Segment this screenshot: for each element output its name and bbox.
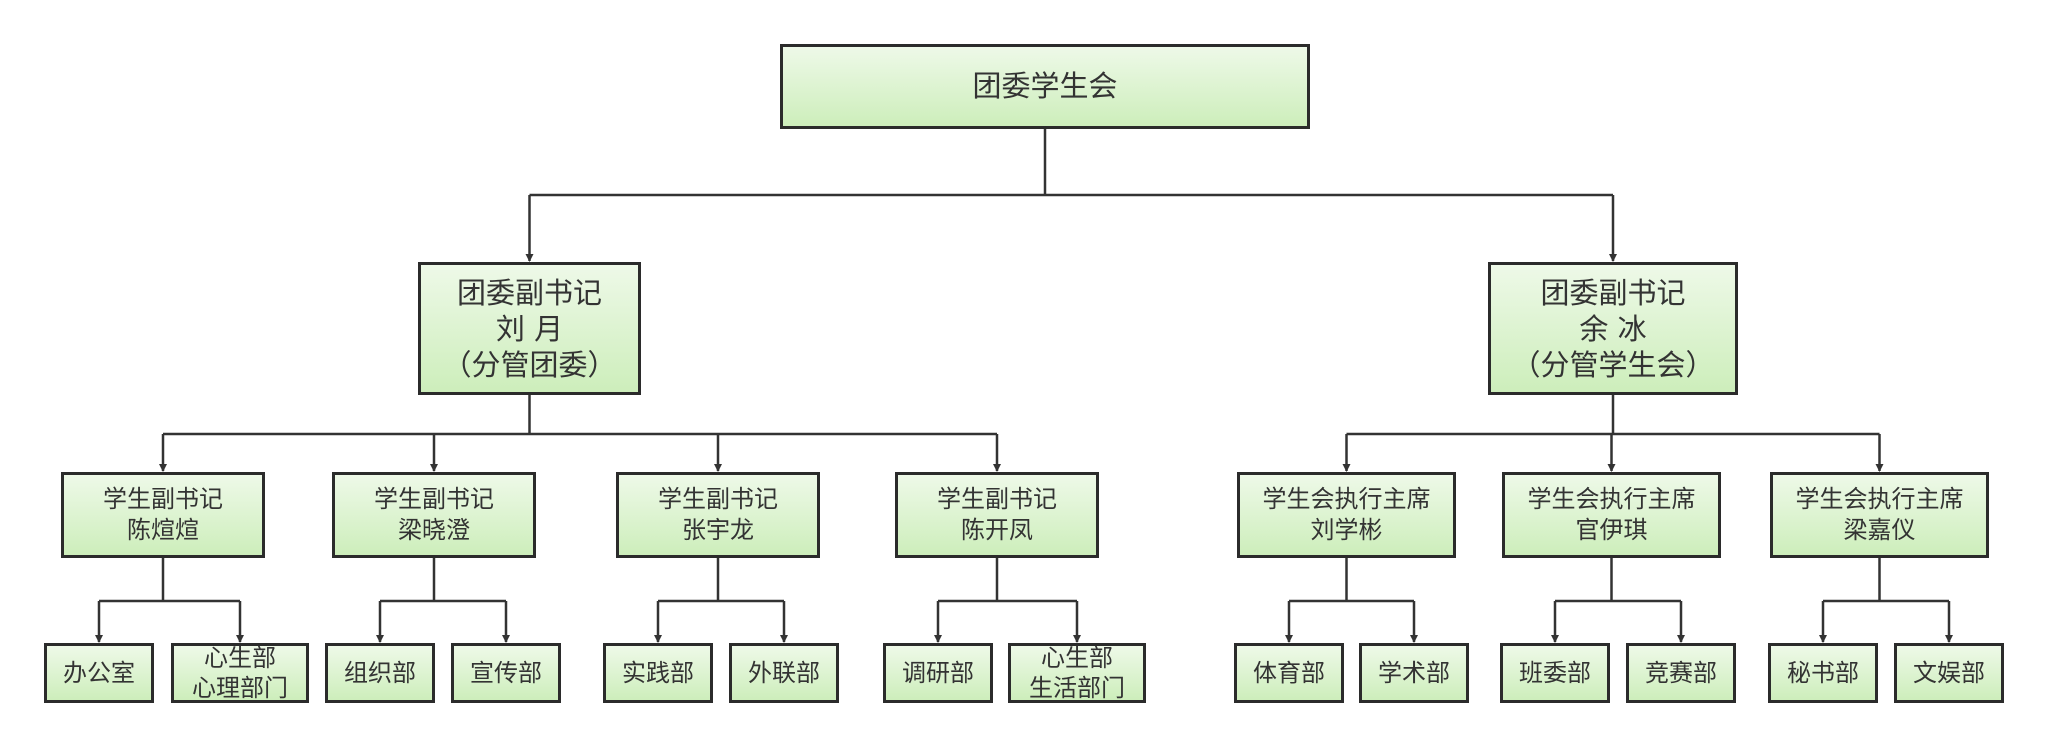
- node-l3-5: 实践部: [603, 643, 713, 703]
- node-l3-8: 心生部生活部门: [1008, 643, 1146, 703]
- node-label-line: 张宇龙: [682, 516, 754, 544]
- node-label-line: 心理部门: [192, 674, 288, 702]
- node-label-line: 学生副书记: [937, 485, 1057, 513]
- node-label-line: 梁晓澄: [398, 516, 470, 544]
- node-l2-6: 学生会执行主席官伊琪: [1502, 472, 1721, 558]
- node-label-line: 班委部: [1519, 659, 1591, 687]
- node-label-line: 刘学彬: [1310, 516, 1383, 544]
- node-label-line: 团委学生会: [972, 69, 1118, 103]
- node-label-line: 学生副书记: [374, 485, 494, 513]
- node-label-line: 学生副书记: [658, 485, 778, 513]
- node-label-line: 梁嘉仪: [1843, 516, 1916, 544]
- node-label-line: 实践部: [622, 659, 694, 687]
- node-l3-2: 心生部心理部门: [171, 643, 309, 703]
- node-l2-7: 学生会执行主席梁嘉仪: [1770, 472, 1989, 558]
- node-l3-12: 竞赛部: [1626, 643, 1736, 703]
- node-label-line: （分管学生会）: [1511, 347, 1715, 382]
- node-l3-13: 秘书部: [1768, 643, 1878, 703]
- node-l2-1: 学生副书记陈煊煊: [61, 472, 265, 558]
- node-label-line: 调研部: [902, 659, 974, 687]
- node-label-line: （分管团委）: [442, 347, 617, 382]
- node-label-line: 办公室: [63, 659, 135, 687]
- node-label-line: 陈煊煊: [127, 516, 199, 544]
- node-label-line: 心生部: [1041, 644, 1113, 672]
- node-label-line: 竞赛部: [1645, 659, 1717, 687]
- node-label-line: 文娱部: [1913, 659, 1985, 687]
- node-l3-9: 体育部: [1234, 643, 1344, 703]
- node-l2-2: 学生副书记梁晓澄: [332, 472, 536, 558]
- node-dep-liu: 团委副书记刘 月（分管团委）: [418, 262, 641, 395]
- node-label-line: 官伊琪: [1575, 516, 1648, 544]
- node-label-line: 学生副书记: [103, 485, 223, 513]
- node-label-line: 刘 月: [495, 311, 564, 346]
- node-label-line: 陈开凤: [961, 516, 1033, 544]
- node-l2-5: 学生会执行主席刘学彬: [1237, 472, 1456, 558]
- node-root: 团委学生会: [780, 44, 1310, 129]
- node-l3-14: 文娱部: [1894, 643, 2004, 703]
- node-l3-6: 外联部: [729, 643, 839, 703]
- node-label-line: 外联部: [748, 659, 820, 687]
- node-label-line: 学术部: [1378, 659, 1450, 687]
- node-l3-7: 调研部: [883, 643, 993, 703]
- node-l3-4: 宣传部: [451, 643, 561, 703]
- node-label-line: 团委副书记: [456, 275, 602, 310]
- node-label-line: 心生部: [204, 644, 276, 672]
- node-l2-4: 学生副书记陈开凤: [895, 472, 1099, 558]
- node-label-line: 组织部: [344, 659, 416, 687]
- node-l2-3: 学生副书记张宇龙: [616, 472, 820, 558]
- node-l3-11: 班委部: [1500, 643, 1610, 703]
- node-l3-1: 办公室: [44, 643, 154, 703]
- node-label-line: 生活部门: [1029, 674, 1125, 702]
- node-label-line: 余 冰: [1579, 311, 1647, 346]
- node-l3-3: 组织部: [325, 643, 435, 703]
- node-label-line: 团委副书记: [1540, 275, 1686, 310]
- node-label-line: 学生会执行主席: [1795, 485, 1964, 513]
- node-label-line: 秘书部: [1787, 659, 1859, 687]
- node-label-line: 体育部: [1253, 659, 1325, 687]
- node-dep-yu: 团委副书记余 冰（分管学生会）: [1488, 262, 1738, 395]
- node-label-line: 宣传部: [470, 659, 542, 687]
- node-l3-10: 学术部: [1359, 643, 1469, 703]
- node-label-line: 学生会执行主席: [1527, 485, 1696, 513]
- node-label-line: 学生会执行主席: [1262, 485, 1431, 513]
